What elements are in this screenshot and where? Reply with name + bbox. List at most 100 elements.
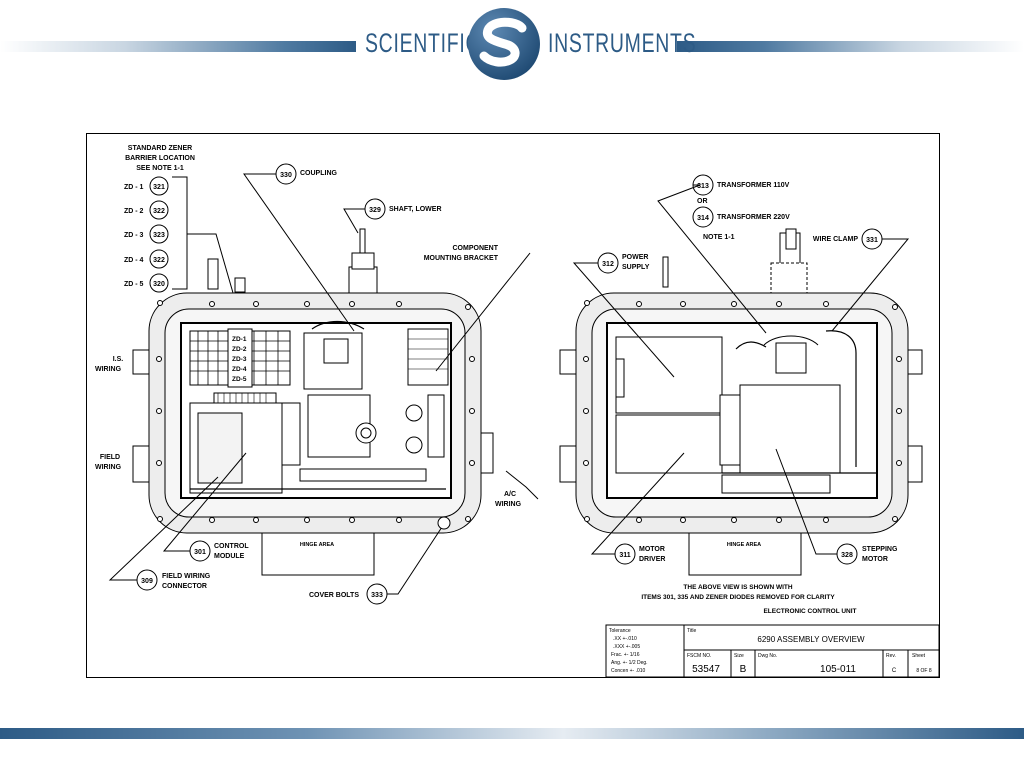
callout-313: 313 TRANSFORMER 110V [657,174,790,334]
callout-label: WIRE CLAMP [813,236,858,243]
tolerance-line: .XXX +-.005 [613,644,640,650]
sheet-label: Sheet [912,653,926,659]
callout-label: POWER [622,254,648,261]
callout-label: CONTROL [214,543,249,550]
left-callouts: 330 COUPLING 329 SHAFT, LOWER COMPONENT … [95,163,539,605]
zener-title-1: STANDARD ZENER [128,145,192,152]
callout-is-wiring: I.S. WIRING [95,356,123,373]
tolerance-line: Ang. +- 1/2 Deg. [611,660,648,666]
zener-label: ZD - 3 [124,232,144,239]
drawing-canvas: STANDARD ZENER BARRIER LOCATION SEE NOTE… [86,133,940,678]
zener-label: ZD - 4 [124,257,144,264]
tolerance-line: Concen +- .010 [611,668,646,674]
dwg-value: 105-011 [820,664,856,675]
callout-label: COVER BOLTS [309,592,359,599]
callout-333: 333 COVER BOLTS [309,516,451,605]
callout-label: WIRING [95,366,122,373]
zener-number: 323 [153,232,165,239]
zener-number: 322 [153,257,165,264]
fscm-label: FSCM NO. [687,653,711,659]
callout-number: 313 [697,183,709,190]
or-label: OR [697,198,708,205]
callout-label: MOTOR [639,546,665,553]
callout-label: TRANSFORMER 110V [717,182,790,189]
callout-ac-wiring: A/C WIRING [495,470,539,508]
right-callouts: 313 TRANSFORMER 110V OR 314 TRANSFORMER … [572,174,910,565]
callout-311: 311 MOTOR DRIVER [590,452,685,565]
brand-wordmark-left: SCIENTIFIC [365,28,481,58]
callout-label: WIRING [495,501,522,508]
zener-list: ZD - 1 321 ZD - 2 322 ZD - 3 323 ZD - 4 … [124,176,245,332]
callout-number: 311 [619,552,630,559]
size-label: Size [734,653,744,659]
zener-number: 320 [153,281,165,288]
zd-terminal: ZD-2 [232,346,247,353]
rev-label: Rev. [886,653,896,659]
callout-label: TRANSFORMER 220V [717,214,790,221]
callout-number: 314 [697,215,709,222]
callout-number: 309 [141,578,153,585]
tolerance-header: Tolerance [609,628,631,634]
sheet-value: 8 OF 8 [916,668,932,674]
title-block [605,624,940,678]
callout-312: 312 POWER SUPPLY [572,252,675,378]
callout-number: 328 [841,552,853,559]
callout-label: SHAFT, LOWER [389,206,442,213]
callout-label: MODULE [214,553,245,560]
callout-bracket: COMPONENT MOUNTING BRACKET [424,245,531,372]
header-stripe-right [677,41,1024,52]
zd-terminal: ZD-1 [232,336,247,343]
tolerance-line: .XX +-.010 [613,636,637,642]
clarity-line-1: THE ABOVE VIEW IS SHOWN WITH [683,584,792,591]
callout-label: COMPONENT [453,245,499,252]
dwg-label: Dwg No. [758,653,777,659]
zd-terminal: ZD-3 [232,356,247,363]
tolerance-line: Frac. +- 1/16 [611,652,640,658]
callout-number: 312 [602,261,614,268]
footer-stripe [0,728,1024,739]
callout-number: 333 [371,592,383,599]
header-stripe-left [0,41,356,52]
callout-number: 301 [194,549,206,556]
callout-301: 301 CONTROL MODULE [162,452,249,562]
callout-330: 330 COUPLING [243,163,355,332]
title-block-text: Tolerance .XX +-.010 .XXX +-.005 Frac. +… [609,628,932,675]
callout-label: SUPPLY [622,264,650,271]
callout-label: WIRING [95,464,122,471]
callout-328: 328 STEPPING MOTOR [775,448,898,565]
zener-number: 321 [153,184,165,191]
callout-label: COUPLING [300,170,338,177]
ecu-label: ELECTRONIC CONTROL UNIT [763,608,856,615]
rev-value: C [892,668,897,674]
callout-label: STEPPING [862,546,898,553]
zd-terminal: ZD-4 [232,366,247,373]
assembly-drawing: STANDARD ZENER BARRIER LOCATION SEE NOTE… [86,133,940,678]
callout-331: 331 WIRE CLAMP [813,228,910,332]
callout-309: 309 FIELD WIRING CONNECTOR [108,476,219,591]
size-value: B [740,664,747,675]
drawing-title: 6290 ASSEMBLY OVERVIEW [757,635,865,644]
zener-row: ZD - 1 321 [124,176,169,196]
zener-row: ZD - 3 323 [124,224,169,244]
zener-label: ZD - 5 [124,281,144,288]
zener-title-2: BARRIER LOCATION [125,155,195,162]
callout-field-wiring: FIELD WIRING [95,454,122,471]
title-label: Title [687,628,696,634]
zener-row: ZD - 5 320 [124,273,169,293]
left-enclosure [132,228,494,576]
callout-label: DRIVER [639,556,665,563]
zd-terminal: ZD-5 [232,376,247,383]
zener-row: ZD - 4 322 [124,249,169,269]
zener-label: ZD - 1 [124,184,144,191]
callout-label: A/C [504,491,516,498]
callout-label: MOUNTING BRACKET [424,255,499,262]
callout-label: FIELD WIRING [162,573,211,580]
right-enclosure [559,228,923,576]
callout-number: 330 [280,172,292,179]
note-1-1: NOTE 1-1 [703,234,735,241]
callout-label: I.S. [113,356,124,363]
callout-label: MOTOR [862,556,888,563]
zener-number: 322 [153,208,165,215]
callout-number: 329 [369,207,381,214]
zener-note: STANDARD ZENER BARRIER LOCATION SEE NOTE… [125,145,195,172]
